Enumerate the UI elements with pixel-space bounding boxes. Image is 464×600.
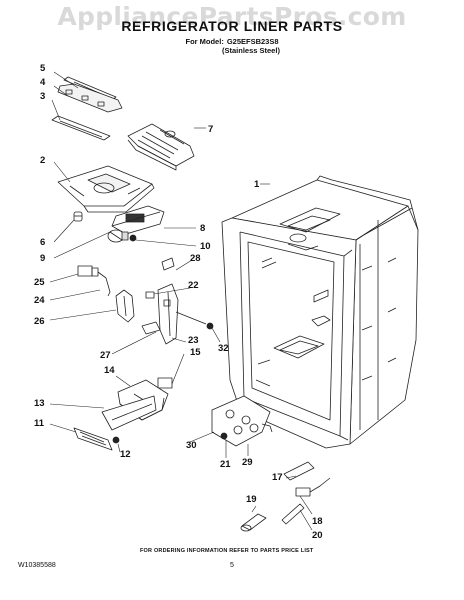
callout-4: 4 bbox=[40, 77, 46, 88]
crisper-controls bbox=[73, 377, 173, 451]
callout-27: 27 bbox=[100, 350, 111, 361]
callout-15: 15 bbox=[190, 347, 201, 358]
page-title: REFRIGERATOR LINER PARTS bbox=[121, 18, 343, 34]
top-cover bbox=[57, 165, 155, 213]
callout-28: 28 bbox=[190, 253, 201, 264]
upper-rails bbox=[51, 76, 123, 141]
filter-assembly bbox=[240, 461, 331, 532]
document-number: W10385588 bbox=[18, 562, 56, 569]
callout-9: 9 bbox=[40, 253, 46, 264]
model-line: For Model:G25EFSB23S8 bbox=[0, 37, 464, 46]
callout-10: 10 bbox=[200, 241, 211, 252]
model-label: For Model: bbox=[185, 37, 224, 46]
grommet bbox=[73, 211, 83, 222]
callout-6: 6 bbox=[40, 237, 46, 248]
callout-29: 29 bbox=[242, 457, 253, 468]
callout-2: 2 bbox=[40, 155, 46, 166]
callout-12: 12 bbox=[120, 449, 131, 460]
callout-11: 11 bbox=[34, 418, 45, 429]
callout-26: 26 bbox=[34, 316, 45, 327]
water-valve bbox=[211, 395, 273, 447]
lamp-housing bbox=[111, 205, 165, 235]
leader-lines bbox=[49, 71, 313, 531]
callout-13: 13 bbox=[34, 398, 45, 409]
side-controls bbox=[77, 257, 214, 345]
control-cover bbox=[127, 123, 195, 171]
callout-21: 21 bbox=[220, 459, 231, 470]
callout-18: 18 bbox=[312, 516, 323, 527]
callout-8: 8 bbox=[200, 223, 206, 234]
callout-1: 1 bbox=[254, 179, 260, 190]
finish-label: (Stainless Steel) bbox=[222, 46, 280, 55]
callout-3: 3 bbox=[40, 91, 46, 102]
callout-14: 14 bbox=[104, 365, 115, 376]
callout-24: 24 bbox=[34, 295, 45, 306]
page-number: 5 bbox=[230, 562, 234, 569]
callout-23: 23 bbox=[188, 335, 199, 346]
bulb-and-screw bbox=[107, 229, 137, 243]
watermark: AppliancePartsPros.com bbox=[57, 2, 407, 31]
callout-20: 20 bbox=[312, 530, 323, 541]
ordering-note: FOR ORDERING INFORMATION REFER TO PARTS … bbox=[140, 548, 314, 554]
model-number: G25EFSB23S8 bbox=[226, 37, 279, 46]
callout-17: 17 bbox=[272, 472, 283, 483]
callout-7: 7 bbox=[208, 124, 214, 135]
callout-19: 19 bbox=[246, 494, 257, 505]
callout-32: 32 bbox=[218, 343, 229, 354]
callout-25: 25 bbox=[34, 277, 45, 288]
callout-30: 30 bbox=[186, 440, 197, 451]
liner-box bbox=[221, 175, 419, 449]
callout-22: 22 bbox=[188, 280, 199, 291]
callout-5: 5 bbox=[40, 63, 46, 74]
